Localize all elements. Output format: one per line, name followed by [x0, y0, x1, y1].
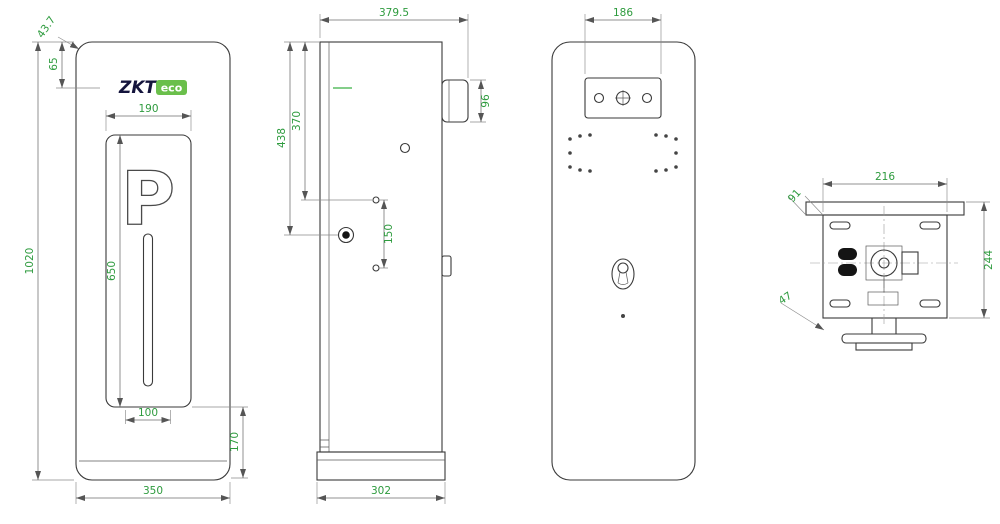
side-reader-box	[441, 79, 469, 123]
top-mount-slots	[829, 221, 941, 308]
dim-slot-width: 100	[125, 407, 171, 424]
dim-hole-from-top: 370	[291, 42, 372, 201]
pedestal-base	[855, 342, 913, 351]
leader-line	[780, 302, 825, 331]
top-mechanism	[838, 245, 919, 306]
dim-logo-offset: 65	[48, 42, 100, 89]
leader-line	[57, 36, 80, 50]
top-front-band	[805, 201, 965, 216]
dim-edge-offset: 47	[776, 290, 825, 331]
dim-label-438: 438	[276, 128, 288, 148]
side-lock-core	[342, 231, 350, 239]
side-mount-hole-top	[372, 196, 380, 204]
front-view: ZKT eco P 190 650 100 170	[24, 14, 248, 504]
dim-label-302: 302	[371, 485, 391, 497]
leader-line	[787, 195, 807, 216]
front-body-outline	[75, 41, 231, 481]
side-mount-hole-bottom	[372, 264, 380, 272]
dim-window-width: 190	[105, 103, 192, 131]
dim-label-43-7: 43.7	[35, 14, 58, 40]
dim-total-height: 1020	[24, 41, 74, 481]
dim-label-65: 65	[48, 57, 60, 70]
back-view: 186	[551, 7, 696, 481]
dim-label-370: 370	[291, 111, 303, 131]
plate-hole-left	[593, 92, 605, 104]
dim-label-47: 47	[776, 290, 794, 307]
logo-eco-text: eco	[161, 82, 183, 95]
dim-body-depth: 244	[949, 201, 995, 319]
side-base-block	[316, 451, 446, 481]
top-pedestal	[841, 318, 927, 351]
logo-eco-box	[156, 80, 187, 95]
extension-line	[192, 406, 248, 479]
back-keyhole	[611, 258, 635, 290]
brand-logo: ZKT eco	[118, 78, 187, 98]
side-lock-ring	[337, 226, 355, 244]
plate-hole-right	[641, 92, 653, 104]
dim-keyhole-from-top: 438	[276, 41, 338, 236]
top-view: 216 244 91 47	[776, 171, 995, 351]
back-mounting-plate	[584, 77, 662, 119]
dim-label-350: 350	[143, 485, 163, 497]
dim-label-100: 100	[138, 407, 158, 419]
dim-corner-radius: 43.7	[35, 14, 80, 50]
extension-line	[584, 14, 662, 74]
side-view: 379.5 96 438 370 150	[276, 7, 492, 504]
extension-line	[319, 14, 469, 78]
front-display-window	[105, 134, 192, 408]
side-latch-bump	[441, 255, 452, 277]
dim-reader-height: 96	[470, 79, 492, 123]
dim-label-150: 150	[383, 224, 395, 244]
vent-holes-right	[654, 133, 678, 173]
dim-plate-width: 186	[584, 7, 662, 74]
back-body-outline	[551, 41, 696, 481]
dim-hole-spacing: 150	[379, 199, 395, 269]
gearbox	[901, 251, 919, 275]
dim-label-91: 91	[786, 187, 804, 205]
dim-label-650: 650	[106, 261, 118, 281]
dim-body-width: 350	[75, 482, 231, 504]
dim-window-height: 650	[106, 135, 123, 407]
back-small-hole	[621, 314, 625, 318]
dim-label-244: 244	[983, 250, 995, 270]
bottom-bracket	[867, 291, 899, 306]
dim-label-216: 216	[875, 171, 895, 183]
dim-label-190: 190	[138, 103, 158, 115]
dim-label-379-5: 379.5	[379, 7, 409, 19]
vent-holes-left	[568, 133, 592, 173]
logo-zkt-text: ZKT	[118, 78, 158, 98]
motor-left-top	[838, 248, 857, 260]
extension-line	[822, 178, 948, 212]
dim-top-width: 379.5	[319, 7, 469, 78]
dim-label-170: 170	[229, 432, 241, 452]
dim-corner-offset: 91	[786, 187, 824, 216]
dim-label-1020: 1020	[24, 248, 36, 275]
motor-left-bottom	[838, 264, 857, 276]
dim-inner-width: 216	[822, 171, 948, 212]
dim-label-96: 96	[480, 94, 492, 108]
plate-center-crosshair	[615, 90, 631, 106]
pedestal-flange	[841, 333, 927, 344]
parking-letter: P	[121, 156, 175, 242]
dim-bottom-section: 170	[192, 406, 248, 479]
front-light-slot	[142, 233, 154, 387]
gear-inner	[878, 257, 890, 269]
dim-base-depth: 302	[316, 482, 446, 504]
side-hole	[399, 142, 411, 154]
top-body-outline	[822, 214, 948, 319]
leader-line	[804, 195, 824, 216]
side-body-outline	[319, 41, 443, 453]
extension-line	[284, 41, 338, 236]
dim-label-186: 186	[613, 7, 633, 19]
side-hinge-ticks	[320, 439, 329, 448]
